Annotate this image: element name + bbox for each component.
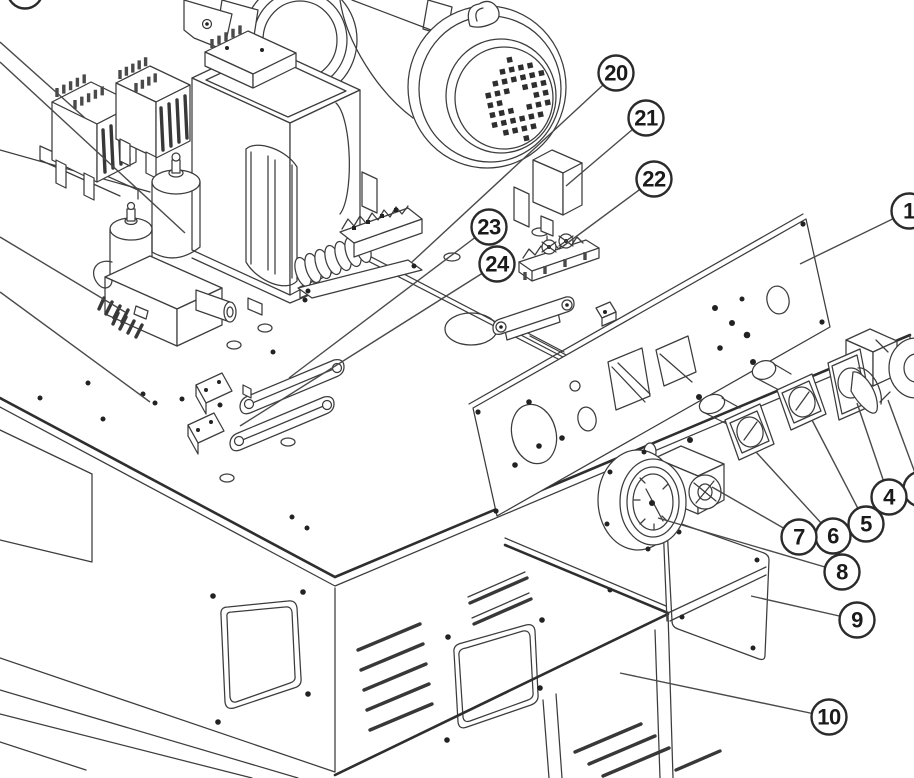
callout-number-6: 6 bbox=[827, 524, 839, 549]
callout-leader-22 bbox=[561, 178, 655, 248]
callout-leader-8 bbox=[657, 517, 843, 573]
louver-vents-bottom bbox=[573, 722, 722, 778]
callout-number-21: 21 bbox=[634, 106, 658, 131]
callout-number-23: 23 bbox=[477, 215, 501, 240]
switch-5 bbox=[750, 359, 827, 431]
deck-hardware bbox=[187, 296, 617, 455]
control-panel bbox=[468, 213, 831, 517]
callout-number-20: 20 bbox=[604, 61, 628, 86]
callout-leader-1 bbox=[799, 210, 910, 265]
callout-balloon-20 bbox=[597, 54, 635, 92]
callout-balloon-1 bbox=[890, 192, 914, 230]
switch-6 bbox=[696, 393, 775, 461]
edge-leader-line-2 bbox=[0, 236, 126, 313]
callout-balloon-4 bbox=[870, 478, 908, 516]
motor bbox=[339, 0, 567, 228]
callout-number-10: 10 bbox=[817, 705, 841, 730]
pointer-handle-4 bbox=[850, 371, 878, 414]
callout-balloon-8 bbox=[823, 553, 861, 591]
callout-number-22: 22 bbox=[642, 167, 666, 192]
callout-leader-24 bbox=[239, 263, 498, 427]
callout-leader-23 bbox=[288, 226, 490, 379]
callout-leader-20 bbox=[411, 72, 617, 263]
solenoid-valve bbox=[93, 152, 237, 347]
callout-number-1: 1 bbox=[903, 199, 914, 224]
callout-leader-10 bbox=[619, 672, 830, 718]
callout-balloon-10 bbox=[810, 698, 848, 736]
edge-leader-line-3 bbox=[0, 291, 151, 403]
callout-balloon-21 bbox=[627, 99, 665, 137]
callout-leader-5 bbox=[811, 419, 867, 525]
terminal-block-22 bbox=[518, 233, 600, 282]
contactor-pair bbox=[39, 57, 191, 201]
partial-callout-balloon-0 bbox=[8, 0, 42, 10]
callout-leader-6 bbox=[755, 451, 834, 537]
callout-balloon-5 bbox=[847, 505, 885, 543]
callout-number-8: 8 bbox=[836, 560, 848, 585]
callout-number-24: 24 bbox=[485, 252, 510, 277]
edge-leader-line-1 bbox=[0, 61, 186, 234]
machine-body bbox=[0, 429, 767, 778]
callout-balloon-24 bbox=[478, 245, 516, 283]
callout-number-5: 5 bbox=[860, 512, 872, 537]
edge-leader-line-0 bbox=[0, 41, 86, 119]
gauge-needle bbox=[645, 488, 664, 522]
callout-number-4: 4 bbox=[883, 485, 896, 510]
callout-balloon-23 bbox=[470, 208, 508, 246]
callout-balloon-22 bbox=[635, 160, 673, 198]
louver-vents-left bbox=[356, 622, 434, 732]
small-transformer bbox=[294, 205, 423, 299]
pressure-gauge bbox=[597, 449, 687, 552]
callout-number-7: 7 bbox=[793, 525, 805, 550]
motor-fan-grille-icon bbox=[485, 56, 551, 142]
selector-knob-4 bbox=[827, 328, 898, 421]
round-knob-right bbox=[875, 337, 914, 403]
callout-balloon-9 bbox=[838, 601, 876, 639]
callout-number-9: 9 bbox=[851, 608, 863, 633]
partial-callout-leader-1 bbox=[887, 399, 914, 473]
link-bar bbox=[492, 296, 575, 335]
callout-balloon-7 bbox=[780, 518, 818, 556]
